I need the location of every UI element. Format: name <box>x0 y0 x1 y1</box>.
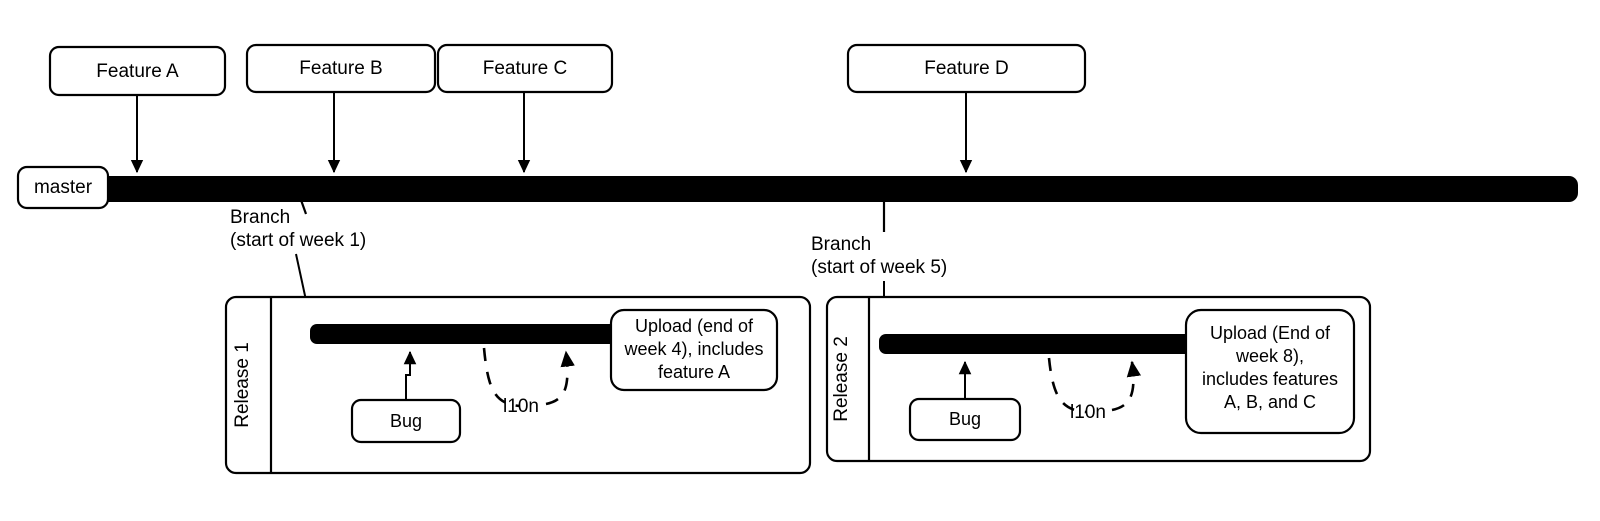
release1-l10n-label: l10n <box>503 396 539 417</box>
feature-box-b-rect <box>245 43 437 94</box>
release1-l10n-arc-right <box>545 350 575 406</box>
release1-upload-rect <box>609 308 779 392</box>
release2-upload-line3: includes features <box>1202 369 1338 389</box>
release2-l10n-arc-left <box>1047 357 1087 414</box>
release1-l10n-arc-left <box>482 347 521 408</box>
feature-box-d[interactable]: Feature D <box>846 43 1087 94</box>
branch2-label-line2: (start of week 5) <box>811 257 947 278</box>
release2-l10n-label: l10n <box>1070 402 1106 423</box>
release2-upload-line1: Upload (End of <box>1210 323 1331 343</box>
branch2-label-line1: Branch <box>811 234 871 255</box>
release2-branch-bar <box>879 334 1193 354</box>
feature-box-b-label: Feature B <box>299 58 382 79</box>
release2-label: Release 2 <box>831 336 852 422</box>
master-label-box[interactable]: master <box>16 165 110 210</box>
branch1-tick <box>299 199 308 215</box>
release1-upload-line1: Upload (end of <box>635 316 754 336</box>
master-branch-bar <box>100 176 1578 202</box>
release2-bug-box[interactable]: Bug <box>908 397 1022 442</box>
release1-upload-box[interactable]: Upload (end of week 4), includes feature… <box>609 308 779 392</box>
release1-branch-bar <box>310 324 632 344</box>
release1-upload-line3: feature A <box>658 362 730 382</box>
feature-box-c-label: Feature C <box>483 58 567 79</box>
branch1-label-line1: Branch <box>230 207 290 228</box>
branch1-label-line2: (start of week 1) <box>230 230 366 251</box>
master-label-text: master <box>34 177 93 198</box>
feature-box-a[interactable]: Feature A <box>48 45 227 97</box>
release2-bug-label: Bug <box>949 409 981 429</box>
release2-upload-rect <box>1184 308 1356 435</box>
release2-l10n-arc-right <box>1111 360 1142 412</box>
feature-box-c[interactable]: Feature C <box>436 43 614 94</box>
release1-bug-box[interactable]: Bug <box>350 398 462 444</box>
release2-upload-line2: week 8), <box>1235 346 1304 366</box>
release1-bug-label: Bug <box>390 411 422 431</box>
connector-release1-bug-to-bar <box>403 350 417 400</box>
feature-box-a-label: Feature A <box>96 61 179 82</box>
release2-upload-box[interactable]: Upload (End of week 8), includes feature… <box>1184 308 1356 435</box>
feature-box-d-label: Feature D <box>924 58 1008 79</box>
master-label-rect <box>16 165 110 210</box>
feature-box-b[interactable]: Feature B <box>245 43 437 94</box>
release1-upload-line2: week 4), includes <box>623 339 763 359</box>
release2-upload-line4: A, B, and C <box>1224 392 1316 412</box>
release1-label: Release 1 <box>232 342 253 428</box>
